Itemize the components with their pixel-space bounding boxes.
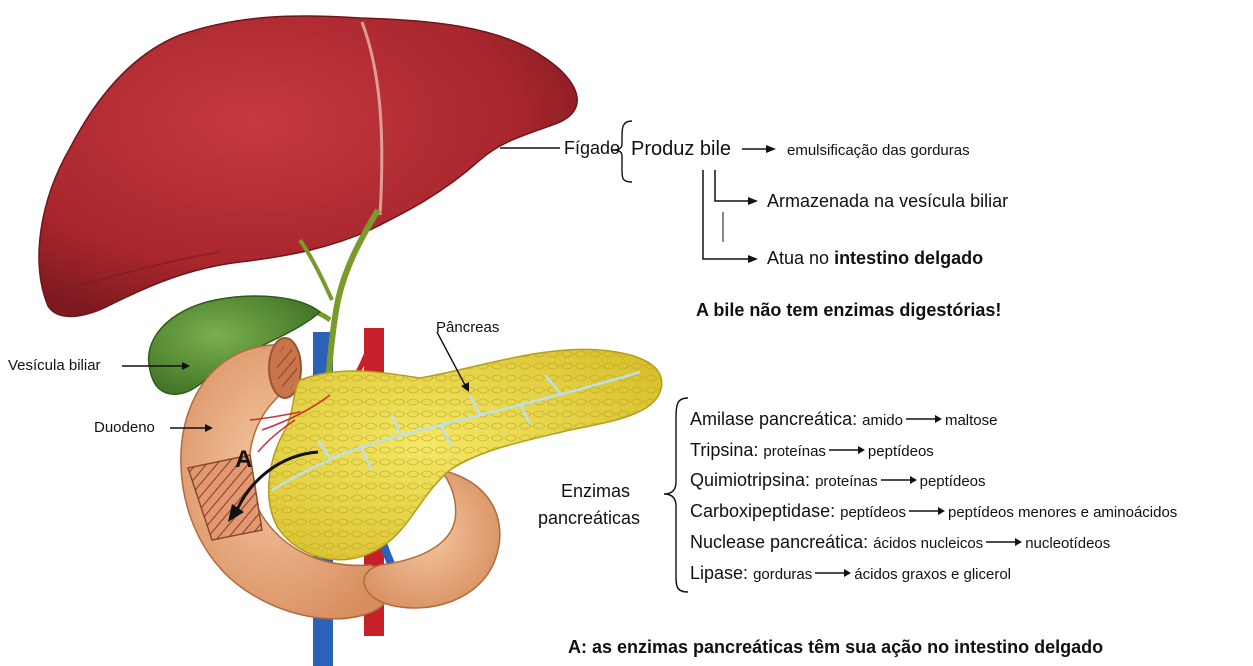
enzyme-row: Carboxipeptidase: peptídeos peptídeos men…: [690, 502, 1177, 520]
enzyme-substrate: gorduras: [753, 566, 812, 583]
arrow-icon: [828, 444, 866, 456]
enzyme-name: Amilase pancreática:: [690, 409, 857, 429]
enzyme-row: Quimiotripsina: proteínas peptídeos: [690, 471, 986, 489]
arrow-icon: [880, 474, 918, 486]
atua-bold: intestino delgado: [834, 248, 983, 268]
armazenada-text: Armazenada na vesícula biliar: [767, 192, 1008, 210]
enzyme-product: nucleotídeos: [1025, 535, 1110, 552]
label-marker-a: A: [235, 448, 252, 472]
label-figado: Fígado: [564, 139, 620, 157]
emulsificacao-text: emulsificação das gorduras: [787, 143, 970, 158]
arrow-icon: [985, 536, 1023, 548]
arrow-icon: [908, 505, 946, 517]
enzyme-name: Quimiotripsina:: [690, 470, 810, 490]
enzyme-row: Amilase pancreática: amido maltose: [690, 410, 998, 428]
enzymes-group-label-1: Enzimas: [561, 482, 630, 500]
enzyme-product: maltose: [945, 412, 998, 429]
enzyme-row: Lipase: gorduras ácidos graxos e glicerol: [690, 564, 1011, 582]
footer-note: A: as enzimas pancreáticas têm sua ação …: [568, 638, 1103, 656]
enzyme-substrate: amido: [862, 412, 903, 429]
liver: [39, 16, 577, 317]
enzyme-substrate: peptídeos: [840, 504, 906, 521]
label-pancreas: Pâncreas: [436, 320, 499, 335]
arrow-icon: [814, 567, 852, 579]
enzyme-row: Tripsina: proteínas peptídeos: [690, 441, 934, 459]
enzyme-substrate: ácidos nucleicos: [873, 535, 983, 552]
atua-text: Atua no intestino delgado: [767, 249, 983, 267]
label-vesicula-biliar: Vesícula biliar: [8, 358, 101, 373]
enzyme-product: peptídeos: [920, 473, 986, 490]
enzyme-product: ácidos graxos e glicerol: [854, 566, 1011, 583]
enzyme-substrate: proteínas: [815, 473, 878, 490]
enzyme-name: Lipase:: [690, 563, 748, 583]
enzymes-group-label-2: pancreáticas: [538, 509, 640, 527]
enzyme-substrate: proteínas: [763, 443, 826, 460]
label-duodeno: Duodeno: [94, 420, 155, 435]
enzyme-name: Carboxipeptidase:: [690, 501, 835, 521]
produz-bile-text: Produz bile: [631, 139, 731, 159]
atua-prefix: Atua no: [767, 248, 834, 268]
enzyme-row: Nuclease pancreática: ácidos nucleicos nu…: [690, 533, 1110, 551]
enzyme-product: peptídeos: [868, 443, 934, 460]
arrow-icon: [905, 413, 943, 425]
enzyme-product: peptídeos menores e aminoácidos: [948, 504, 1177, 521]
enzyme-name: Nuclease pancreática:: [690, 532, 868, 552]
enzyme-name: Tripsina:: [690, 440, 758, 460]
bile-warning-text: A bile não tem enzimas digestórias!: [696, 301, 1001, 319]
bile-flow-arrows: [703, 145, 776, 263]
enzyme-brace: [664, 398, 688, 592]
